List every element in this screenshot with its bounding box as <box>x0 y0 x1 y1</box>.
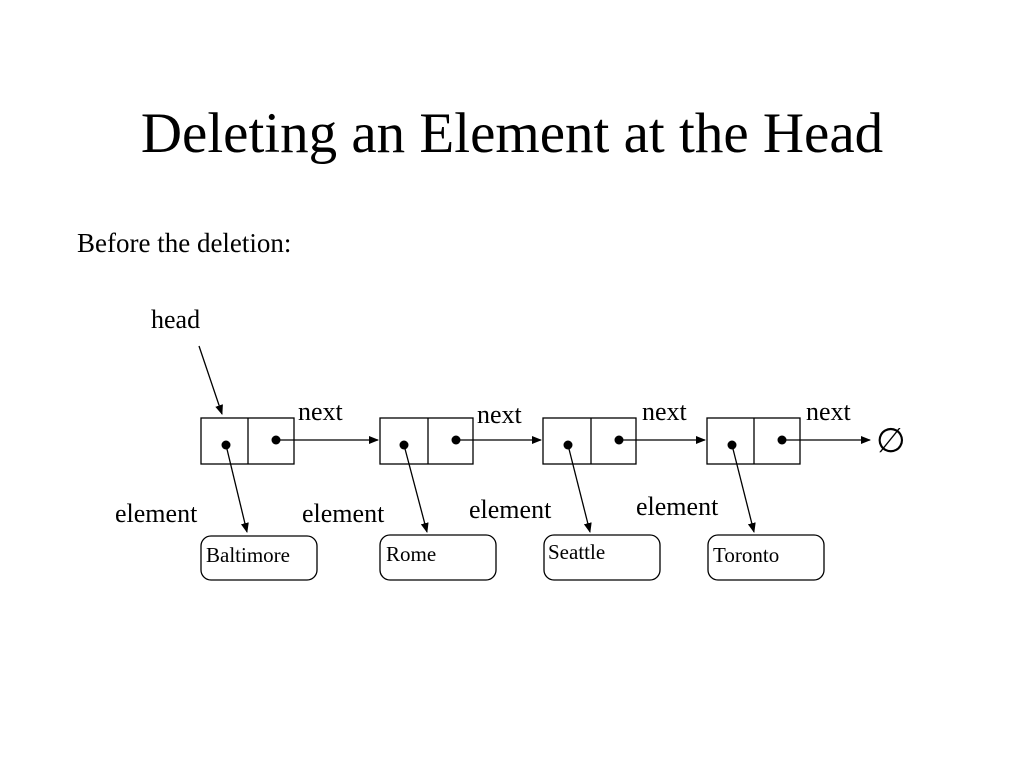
slide-subtitle: Before the deletion: <box>77 228 292 258</box>
element-arrow-1 <box>225 444 249 533</box>
head-label: head <box>151 305 200 334</box>
list-node-1 <box>200 417 295 465</box>
element-label: element <box>469 495 552 524</box>
element-arrow-3 <box>567 444 592 533</box>
next-label: next <box>298 397 344 426</box>
next-label: next <box>477 400 523 429</box>
city-label: Toronto <box>713 543 779 567</box>
list-node-3 <box>542 417 637 465</box>
element-arrow-2 <box>403 444 429 533</box>
city-box-toronto: Toronto <box>707 534 825 581</box>
city-label: Baltimore <box>206 543 290 567</box>
next-label: next <box>806 397 852 426</box>
city-label: Seattle <box>548 540 605 564</box>
city-box-rome: Rome <box>379 534 497 581</box>
element-arrow-4 <box>731 444 756 533</box>
element-label: element <box>636 492 719 521</box>
slide-title: Deleting an Element at the Head <box>140 102 884 165</box>
city-box-baltimore: Baltimore <box>200 535 318 581</box>
element-label: element <box>115 499 198 528</box>
city-label: Rome <box>386 542 436 566</box>
element-label: element <box>302 499 385 528</box>
null-symbol: ∅ <box>876 423 906 460</box>
next-label: next <box>642 397 688 426</box>
list-node-2 <box>379 417 474 465</box>
city-box-seattle: Seattle <box>543 534 661 581</box>
head-arrow <box>198 345 223 415</box>
list-node-4 <box>706 417 801 465</box>
